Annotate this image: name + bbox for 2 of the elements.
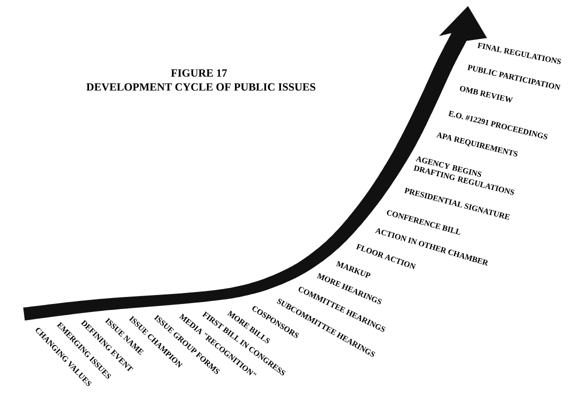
figure-number: FIGURE 17 <box>171 69 227 77</box>
title: DEVELOPMENT CYCLE OF PUBLIC ISSUES <box>86 83 316 91</box>
